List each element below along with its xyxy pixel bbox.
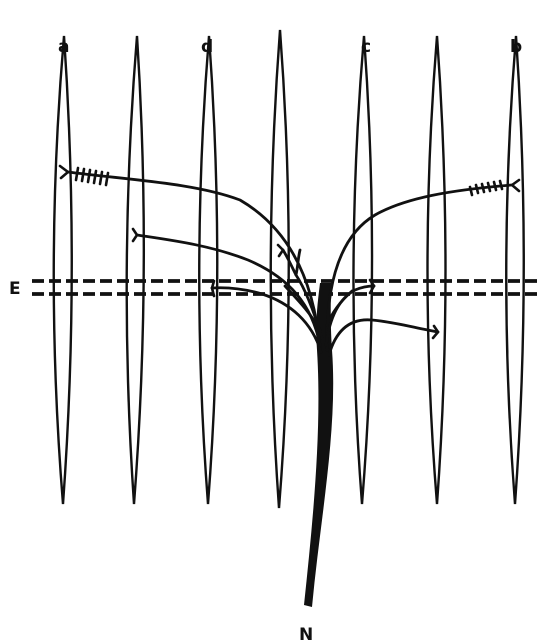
muscle-fibers [54, 30, 524, 508]
muscle-fiber-7 [506, 36, 524, 504]
muscle-fiber-4 [271, 30, 289, 508]
branch-to-fiber-a [68, 172, 320, 350]
band-label-e: E [9, 279, 21, 299]
ending-fiber-4 [278, 245, 283, 256]
branch-to-fiber-d [212, 288, 321, 352]
branch-to-fiber-6 [329, 320, 438, 355]
muscle-fiber-1 [54, 36, 72, 504]
muscle-fiber-5 [353, 36, 372, 504]
branch-to-fiber-4-fork [296, 250, 300, 275]
ending-fiber-b [470, 180, 519, 195]
ending-fiber-2 [133, 229, 137, 241]
ending-fiber-a [60, 166, 108, 185]
muscle-fiber-3 [199, 36, 217, 504]
muscle-fiber-6 [428, 36, 446, 504]
muscle-fiber-2 [127, 36, 144, 504]
nerve-label-n: N [299, 625, 313, 643]
